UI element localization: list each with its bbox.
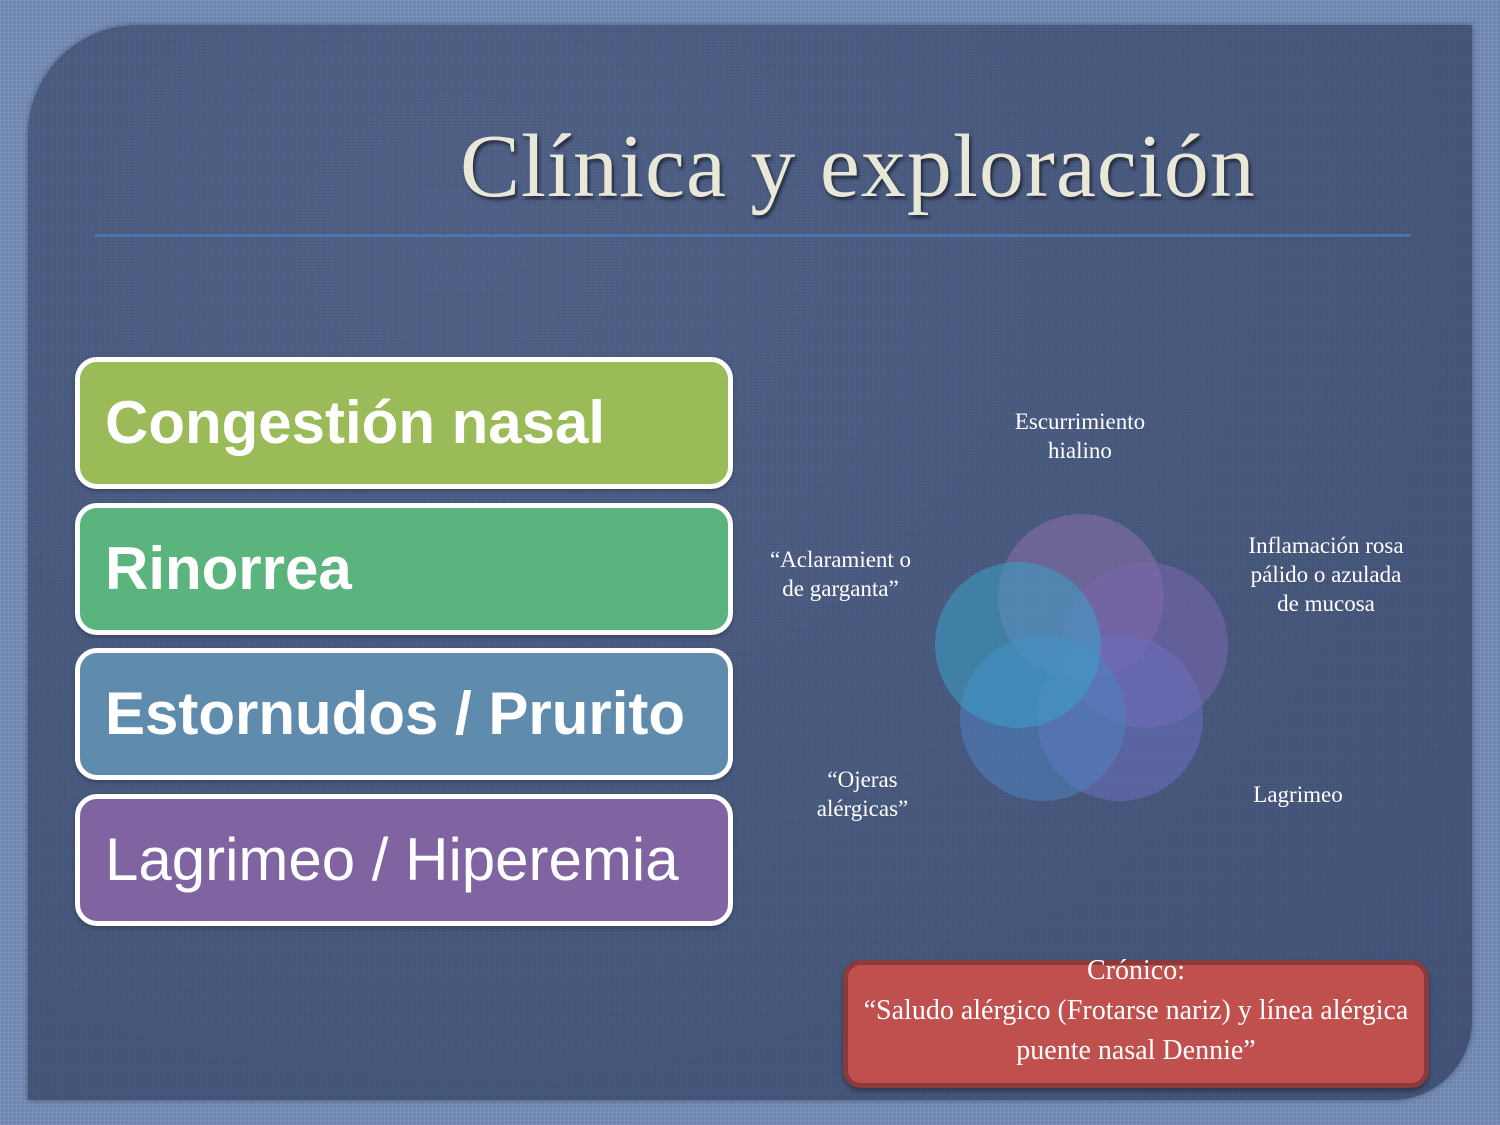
venn-label-bottom-right: Lagrimeo [1253,782,1343,807]
symptom-box-congestion: Congestión nasal [75,357,733,489]
title-divider [95,234,1410,236]
slide-title: Clínica y exploración [460,117,1256,216]
symptom-box-estornudos: Estornudos / Prurito [75,648,733,780]
symptom-box-rinorrea: Rinorrea [75,503,733,635]
venn-circle-left [935,562,1101,728]
chronic-note-body: “Saludo alérgico (Frotarse nariz) y líne… [863,995,1409,1066]
symptom-label: Rinorrea [105,535,352,602]
symptom-label: Lagrimeo / Hiperemia [105,826,679,893]
venn-label-right: Inflamación rosa pálido o azulada de muc… [1248,533,1404,616]
symptom-label: Congestión nasal [105,389,606,456]
chronic-note-heading: Crónico: [1087,955,1185,986]
symptom-box-lagrimeo: Lagrimeo / Hiperemia [75,794,733,926]
chronic-note: Crónico: “Saludo alérgico (Frotarse nari… [843,955,1429,1088]
venn-label-bottom-left: “Ojeras alérgicas” [816,767,909,821]
symptom-label: Estornudos / Prurito [105,680,686,747]
venn-diagram [935,514,1228,801]
venn-label-top: Escurrimiento hialino [1014,409,1146,463]
venn-label-left: “Aclaramient o de garganta” [769,547,912,601]
